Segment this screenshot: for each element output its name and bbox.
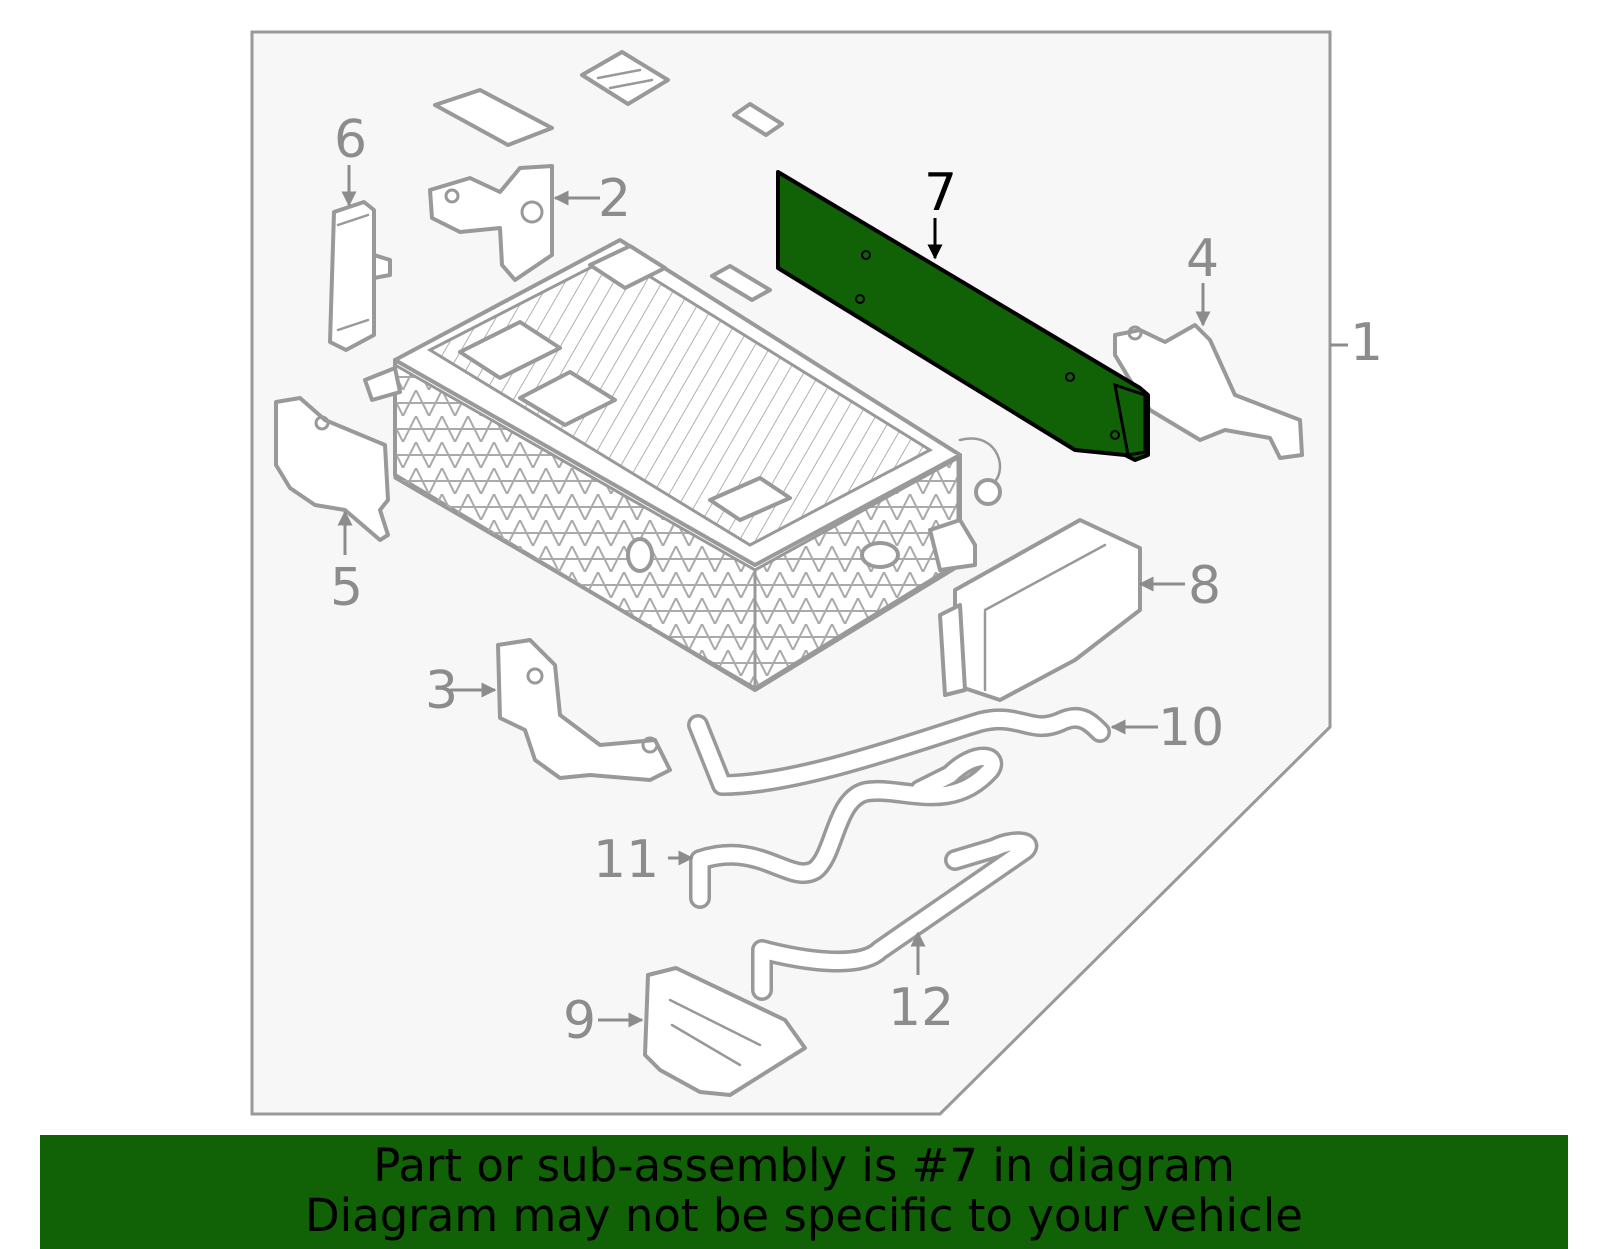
callout-9: 9 <box>563 991 596 1051</box>
banner-line-2: Diagram may not be specific to your vehi… <box>305 1189 1303 1242</box>
callout-2: 2 <box>598 169 631 229</box>
callout-5: 5 <box>330 558 363 618</box>
part-5-bracket <box>274 396 390 542</box>
callout-12: 12 <box>888 978 954 1038</box>
hose-11 <box>689 746 1004 909</box>
banner-line-1: Part or sub-assembly is #7 in diagram <box>373 1139 1235 1192</box>
callout-4: 4 <box>1186 229 1219 289</box>
hose-12 <box>751 831 1039 1001</box>
callout-1: 1 <box>1350 313 1383 373</box>
callout-3: 3 <box>425 661 458 721</box>
part-9-tray <box>643 966 807 1097</box>
callout-6: 6 <box>334 110 367 170</box>
part-2-bracket <box>428 164 554 282</box>
part-6-module <box>328 200 392 352</box>
callout-8: 8 <box>1188 556 1221 616</box>
part-7-highlighted-panel <box>776 170 1150 462</box>
callout-11: 11 <box>593 830 659 890</box>
info-banner: Part or sub-assembly is #7 in diagram Di… <box>40 1135 1568 1249</box>
hose-10 <box>687 706 1111 796</box>
callout-10: 10 <box>1158 698 1224 758</box>
top-plates <box>433 50 784 302</box>
part-8-module <box>938 518 1142 702</box>
callout-7: 7 <box>924 163 957 223</box>
part-3-bracket <box>496 638 672 782</box>
parts-diagram: 1 2 3 4 5 6 7 8 9 10 11 12 <box>250 30 1383 1116</box>
battery-pack <box>363 238 1002 692</box>
